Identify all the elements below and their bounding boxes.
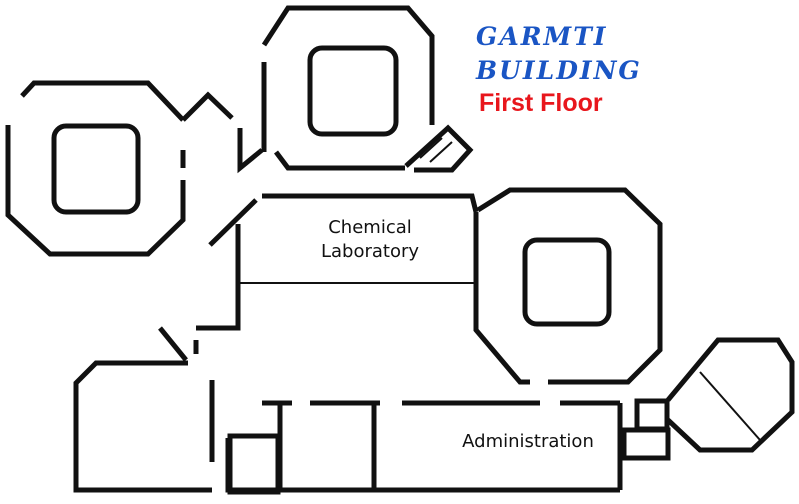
chemical-laboratory [196, 193, 479, 331]
title-line-1: GARMTI [476, 22, 608, 51]
tower-far-right [666, 337, 795, 453]
connector-upper [181, 91, 264, 174]
wing-bottom-left [73, 360, 281, 495]
floor-subtitle: First Floor [479, 89, 603, 117]
connector-lower [158, 326, 199, 362]
tower-top [261, 5, 435, 171]
administration-block [225, 400, 623, 493]
tower-right [473, 187, 663, 385]
title-line-2: BUILDING [476, 56, 642, 85]
small-rooms [621, 398, 671, 461]
room-label-chemical-line-2: Laboratory [320, 241, 420, 262]
room-label-chemical-line-1: Chemical [328, 217, 412, 238]
staircase [404, 124, 474, 173]
room-label-chemical-laboratory: Chemical Laboratory [300, 216, 440, 264]
tower-left [5, 80, 186, 257]
room-label-administration: Administration [462, 431, 594, 452]
